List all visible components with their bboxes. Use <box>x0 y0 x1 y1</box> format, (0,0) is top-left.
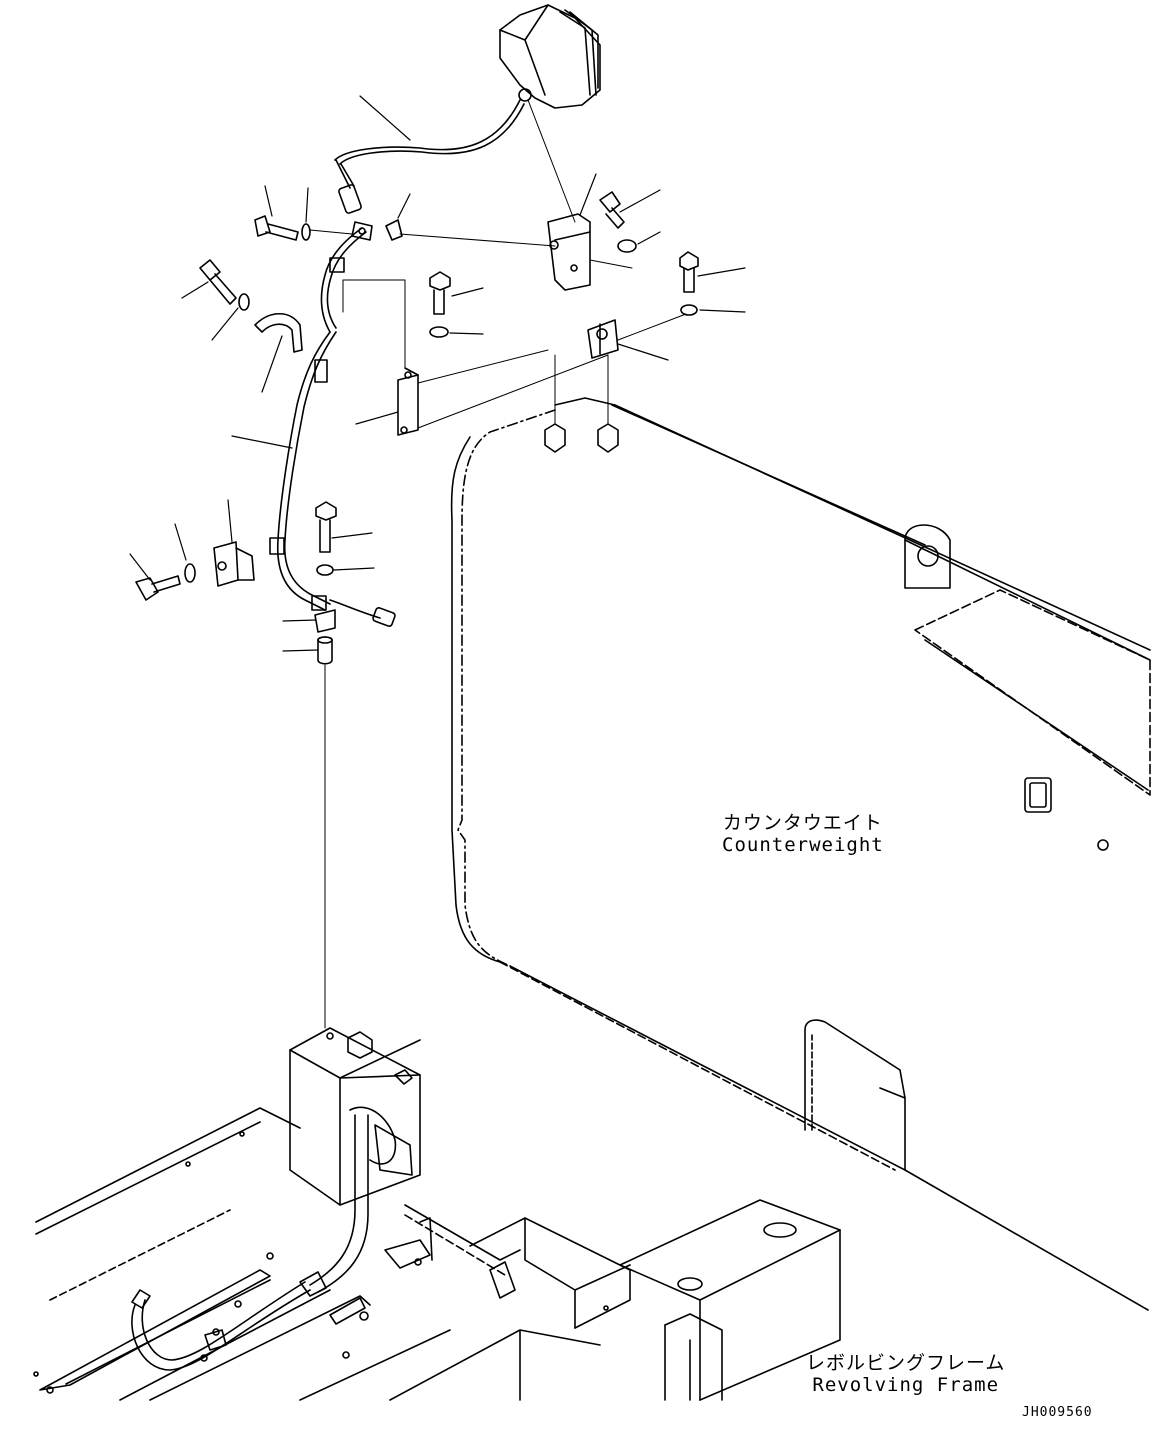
work-lamp <box>500 5 600 222</box>
nameplate <box>1025 778 1051 812</box>
bolt-7 <box>316 502 336 552</box>
counterweight-label-jp: カウンタウエイト <box>722 812 883 834</box>
washer-4 <box>681 305 697 315</box>
bracket-1 <box>255 314 302 352</box>
leader-lines <box>130 96 745 651</box>
washer-5 <box>430 327 448 337</box>
clip-1 <box>352 222 372 240</box>
revolving-frame <box>34 1108 840 1400</box>
counterweight <box>452 355 1150 1310</box>
recess-panel <box>915 590 1150 795</box>
revolving-frame-label-jp: レボルビングフレーム <box>806 1352 1006 1374</box>
counterweight-notch <box>805 1020 905 1130</box>
bolt-5 <box>430 272 450 314</box>
bracket-2 <box>214 542 254 586</box>
bolt-6 <box>136 576 180 600</box>
spacer <box>318 637 332 664</box>
bolt-3 <box>600 192 624 228</box>
lifting-lug <box>905 525 950 588</box>
drawing-id: JH009560 <box>1022 1405 1093 1420</box>
hoses <box>132 1272 365 1370</box>
washer-2 <box>239 294 249 310</box>
weld-nut-2 <box>598 424 618 452</box>
clip-2 <box>386 220 402 240</box>
bolt-1 <box>255 216 298 240</box>
relay-box <box>290 1028 432 1292</box>
counterweight-label-en: Counterweight <box>722 834 884 856</box>
revolving-frame-label: レボルビングフレーム Revolving Frame <box>806 1352 1005 1396</box>
washer-7 <box>317 565 333 575</box>
lamp-bracket <box>548 214 632 290</box>
washer-6 <box>185 564 195 582</box>
revolving-frame-label-en: Revolving Frame <box>812 1374 1000 1396</box>
bolt-2 <box>200 260 236 304</box>
clamp <box>315 610 335 632</box>
bolt-4 <box>680 252 698 292</box>
washer-3 <box>618 240 636 252</box>
lamp-cable <box>270 100 524 627</box>
washer-1 <box>302 224 310 240</box>
counterweight-label: カウンタウエイト Counterweight <box>722 812 884 856</box>
weld-nut-1 <box>545 424 565 452</box>
lamp-bracket-2 <box>588 320 618 358</box>
stay <box>398 368 418 435</box>
